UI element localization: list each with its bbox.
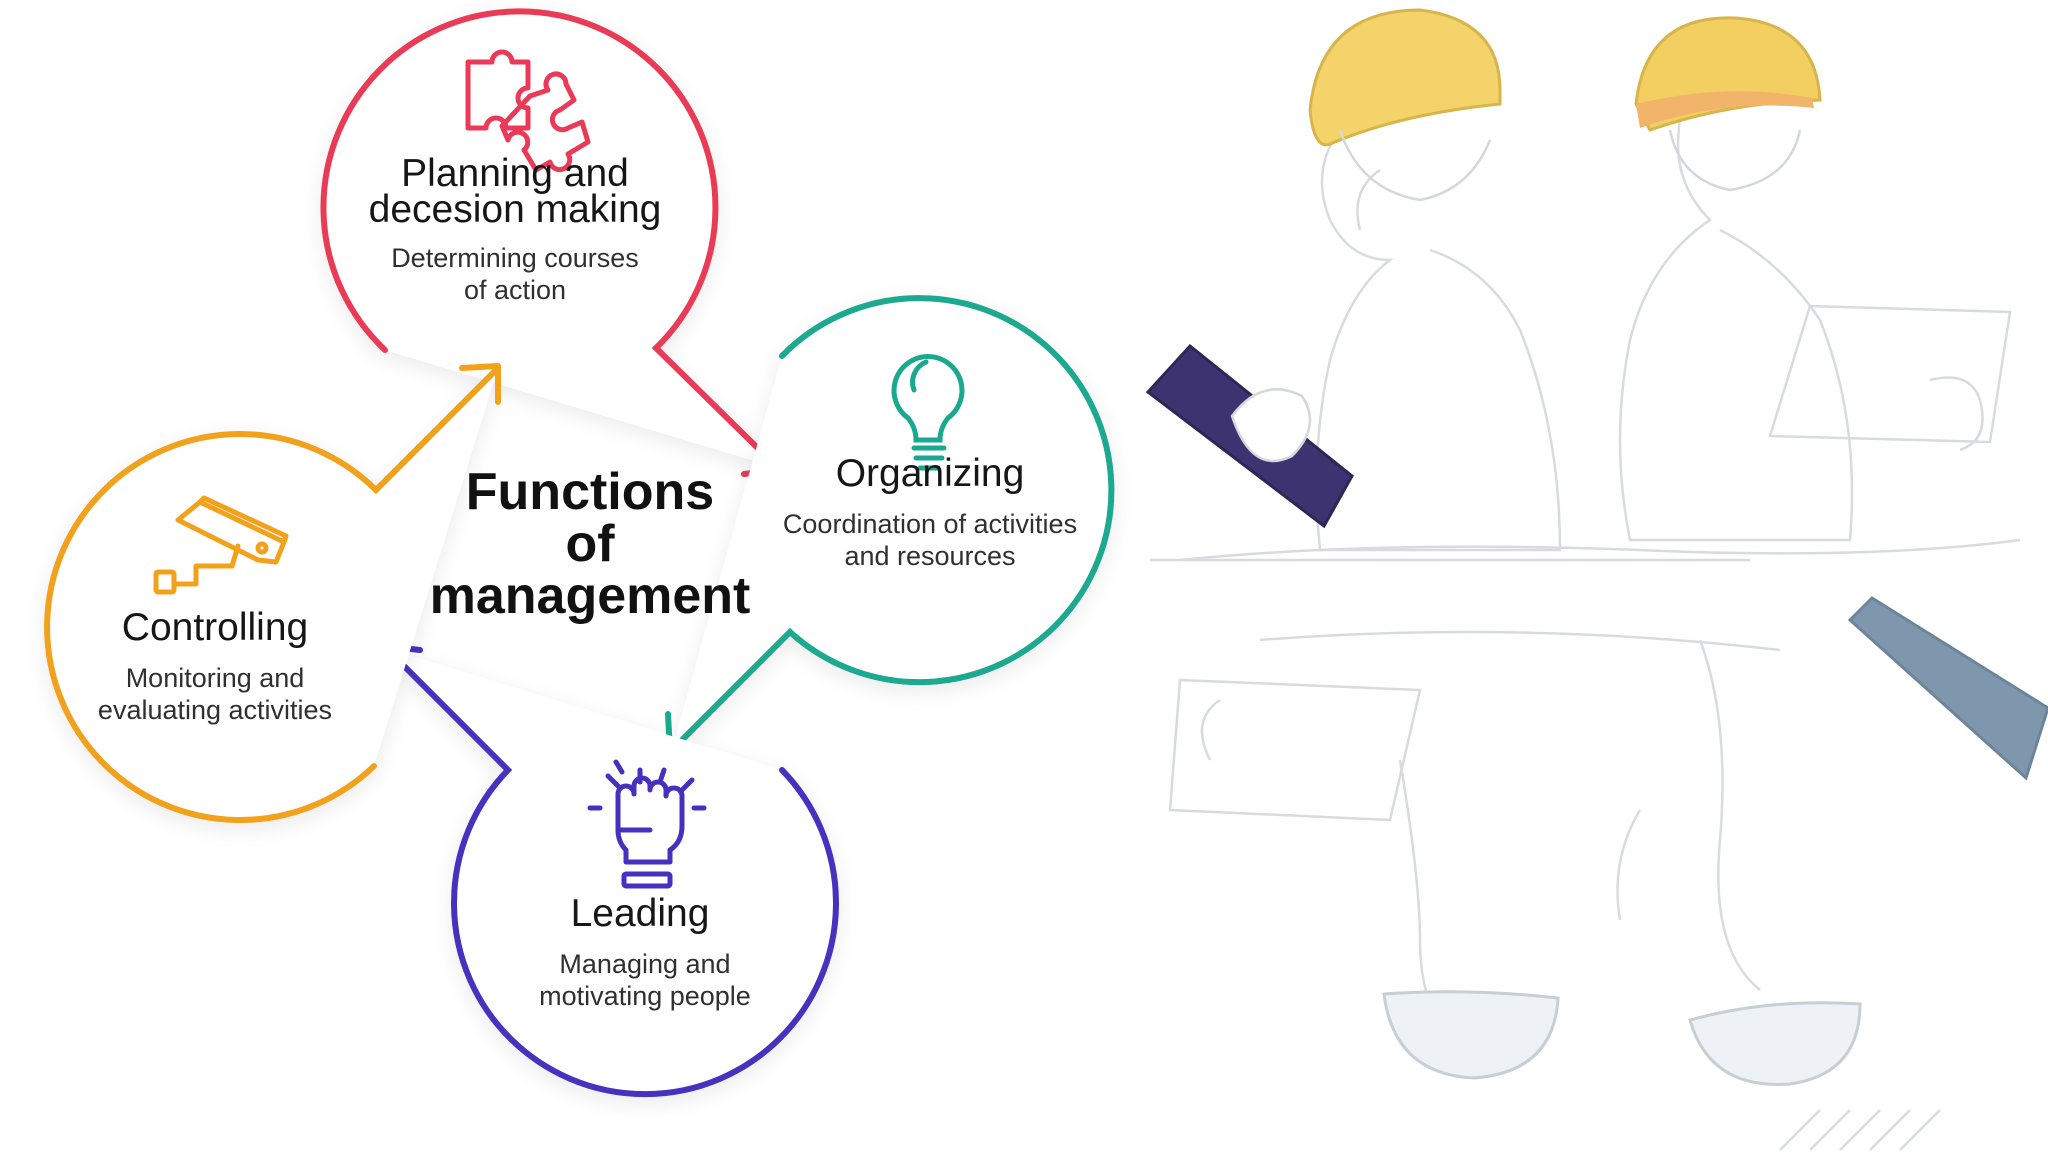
planning-ring bbox=[320, 8, 781, 471]
controlling-heading: Controlling bbox=[121, 606, 309, 649]
organizing-heading: Organizing bbox=[835, 452, 1025, 495]
controlling-description: Monitoring and evaluating activities bbox=[97, 663, 333, 725]
puzzle-icon bbox=[465, 49, 591, 173]
planning-heading: Planning and decesion making bbox=[368, 152, 662, 231]
leading-heading: Leading bbox=[570, 892, 710, 935]
diagram-title: Functions of management bbox=[429, 463, 751, 625]
leading-ring bbox=[383, 645, 839, 1098]
leading-description: Managing and motivating people bbox=[539, 949, 751, 1011]
planning-description: Determining courses of action bbox=[391, 243, 639, 305]
lightbulb-icon bbox=[891, 354, 965, 471]
raised-fist-icon bbox=[587, 759, 707, 889]
organizing-description: Coordination of activities and resources bbox=[782, 509, 1078, 571]
organizing-ring bbox=[669, 295, 1115, 753]
controlling-to-planning-arrowhead bbox=[459, 363, 501, 405]
security-camera-icon bbox=[153, 495, 289, 595]
construction-workers-with-tablets-illustration bbox=[1145, 8, 2048, 1151]
controlling-ring bbox=[44, 365, 501, 824]
